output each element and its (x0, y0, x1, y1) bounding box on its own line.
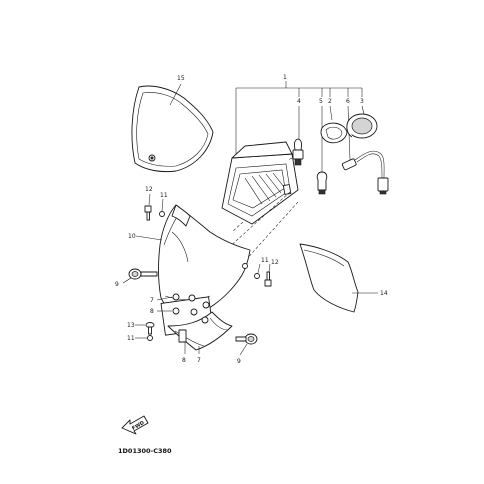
callout-7-bottom: 7 (197, 357, 201, 364)
fwd-label: FWD (131, 420, 145, 432)
headlight-bulb (287, 138, 304, 166)
fwd-arrow-icon: FWD (121, 415, 149, 435)
headlight-unit (221, 141, 299, 225)
side-panel-part (299, 243, 359, 313)
callout-12-right: 12 (271, 259, 279, 266)
callout-4: 4 (297, 98, 301, 105)
callout-11-upper: 11 (160, 192, 168, 199)
callout-8-bottom: 8 (182, 357, 186, 364)
callout-11-right: 11 (261, 257, 269, 264)
socket-cord (341, 150, 389, 195)
callout-7-left: 7 (150, 297, 154, 304)
callout-1: 1 (283, 74, 287, 81)
headlight-adjuster (282, 184, 292, 195)
callout-2: 2 (328, 98, 332, 105)
headlight-cowl (158, 204, 251, 351)
flange-bolt-upper (128, 268, 158, 280)
callout-11-lower: 11 (127, 335, 135, 342)
callout-3: 3 (360, 98, 364, 105)
callout-9-upper: 9 (115, 281, 119, 288)
bolt-upper-left (144, 205, 165, 221)
position-bulb (316, 171, 328, 195)
callout-8-left: 8 (150, 308, 154, 315)
callout-9-lower: 9 (237, 358, 241, 365)
drawing-code: 1D01300-C380 (118, 447, 172, 455)
callout-10: 10 (128, 233, 136, 240)
bolt-right (254, 271, 272, 287)
visor-part (131, 85, 214, 173)
flange-bolt-lower (235, 333, 258, 345)
callout-13: 13 (127, 322, 135, 329)
callout-6: 6 (346, 98, 350, 105)
bulb-socket-ring (320, 122, 348, 144)
cowl-grommet (172, 293, 180, 301)
callout-14: 14 (380, 290, 388, 297)
callout-12-upper: 12 (145, 186, 153, 193)
callout-5: 5 (319, 98, 323, 105)
screw-13 (145, 322, 155, 341)
callout-15: 15 (177, 75, 185, 82)
rubber-cover (346, 113, 378, 139)
